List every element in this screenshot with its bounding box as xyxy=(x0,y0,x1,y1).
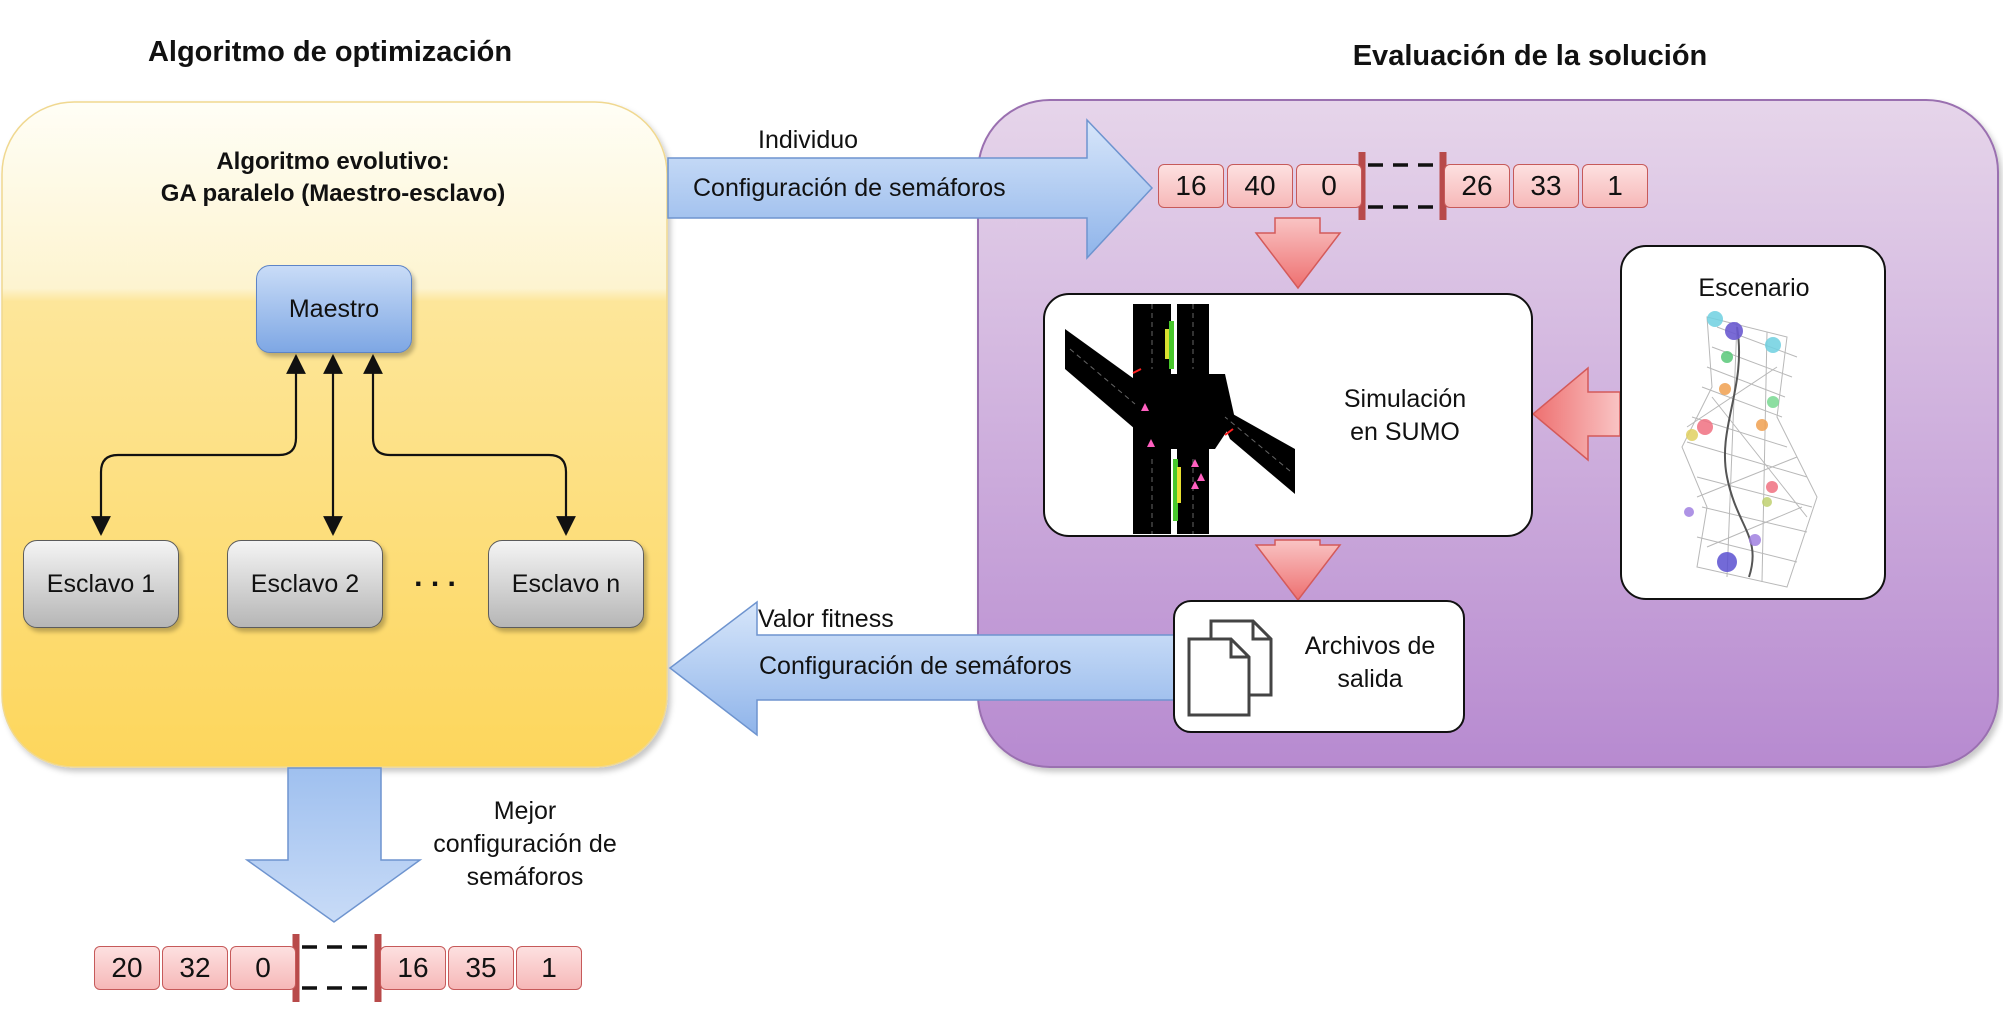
fitness-title: Valor fitness xyxy=(758,605,894,633)
simulation-box: Simulación en SUMO xyxy=(1043,293,1533,537)
algorithm-subtitle-line2: GA paralelo (Maestro-esclavo) xyxy=(160,180,506,207)
master-slave-connectors xyxy=(91,354,576,536)
fitness-arrow-label: Configuración de semáforos xyxy=(759,652,1072,680)
individual-gene-2: 40 xyxy=(1227,164,1293,208)
individual-gene-3: 0 xyxy=(1296,164,1362,208)
simulation-label-line2: en SUMO xyxy=(1350,418,1460,446)
best-gene-n-1: 35 xyxy=(448,946,514,990)
best-config-line3: semáforos xyxy=(466,863,584,891)
slave-node-1: Esclavo 1 xyxy=(23,540,179,628)
slaves-ellipsis: . . . xyxy=(414,560,456,593)
scenario-label: Escenario xyxy=(1698,274,1810,302)
best-gene-n-2: 16 xyxy=(380,946,446,990)
evaluation-title: Evaluación de la solución xyxy=(1352,40,1708,72)
output-label-line2: salida xyxy=(1337,665,1403,693)
scenario-box: Escenario xyxy=(1620,245,1886,600)
best-gene-3: 0 xyxy=(230,946,296,990)
individual-gene-1: 16 xyxy=(1158,164,1224,208)
best-gene-2: 32 xyxy=(162,946,228,990)
best-config-line1: Mejor xyxy=(493,797,557,825)
red-arrow-from-scenario xyxy=(1531,366,1621,462)
best-chromosome-gap xyxy=(292,934,382,1002)
master-node: Maestro xyxy=(256,265,412,353)
algorithm-subtitle-line1: Algoritmo evolutivo: xyxy=(216,148,450,175)
individual-gene-n-2: 26 xyxy=(1444,164,1510,208)
red-arrow-to-output xyxy=(1254,539,1342,602)
best-gene-n: 1 xyxy=(516,946,582,990)
red-arrow-to-simulation xyxy=(1254,217,1342,290)
best-config-arrow xyxy=(244,767,423,923)
individual-gene-n-1: 33 xyxy=(1513,164,1579,208)
output-label-line1: Archivos de xyxy=(1304,632,1436,660)
slave-node-n: Esclavo n xyxy=(488,540,644,628)
individual-arrow-label: Configuración de semáforos xyxy=(693,174,1006,202)
optimization-title: Algoritmo de optimización xyxy=(147,36,513,68)
slave-node-2: Esclavo 2 xyxy=(227,540,383,628)
output-files-box: Archivos de salida xyxy=(1173,600,1465,733)
scenario-map-image xyxy=(1681,311,1818,588)
individual-gene-n: 1 xyxy=(1582,164,1648,208)
sumo-intersection-image xyxy=(1065,304,1295,534)
individual-chromosome-gap xyxy=(1358,152,1447,220)
individual-title: Individuo xyxy=(758,126,859,154)
best-gene-1: 20 xyxy=(94,946,160,990)
best-config-line2: configuración de xyxy=(433,830,617,858)
fitness-arrow xyxy=(668,600,1181,737)
simulation-label-line1: Simulación xyxy=(1343,385,1467,413)
individual-arrow xyxy=(667,118,1154,260)
documents-icon xyxy=(1187,619,1273,717)
